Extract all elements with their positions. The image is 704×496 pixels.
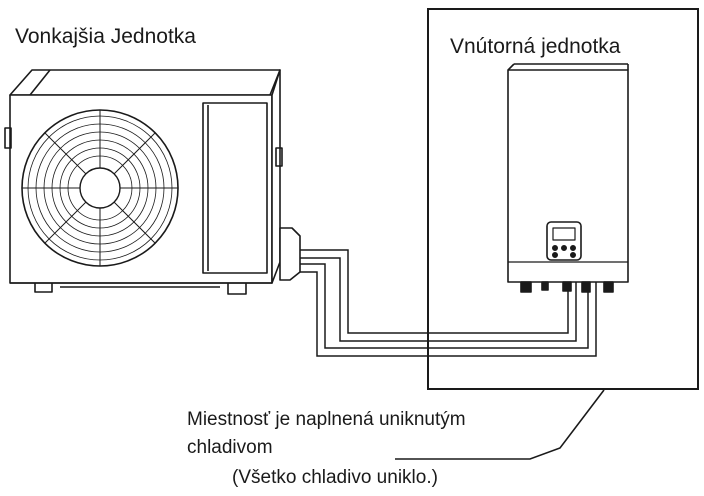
outdoor-unit-label: Vonkajšia Jednotka bbox=[15, 25, 196, 48]
indoor-unit bbox=[507, 63, 629, 293]
leak-note-line-3: (Všetko chladivo uniklo.) bbox=[232, 467, 438, 488]
indoor-unit-label: Vnútorná jednotka bbox=[450, 35, 621, 58]
fan-grille bbox=[21, 109, 179, 267]
leak-note-line-2: chladivom bbox=[187, 437, 273, 458]
leak-note-line-1: Miestnosť je naplnená uniknutým bbox=[187, 409, 466, 430]
refrigerant-pipes bbox=[300, 249, 597, 357]
leader-line bbox=[395, 389, 605, 460]
outdoor-unit bbox=[4, 69, 301, 295]
room-boundary bbox=[427, 8, 699, 390]
